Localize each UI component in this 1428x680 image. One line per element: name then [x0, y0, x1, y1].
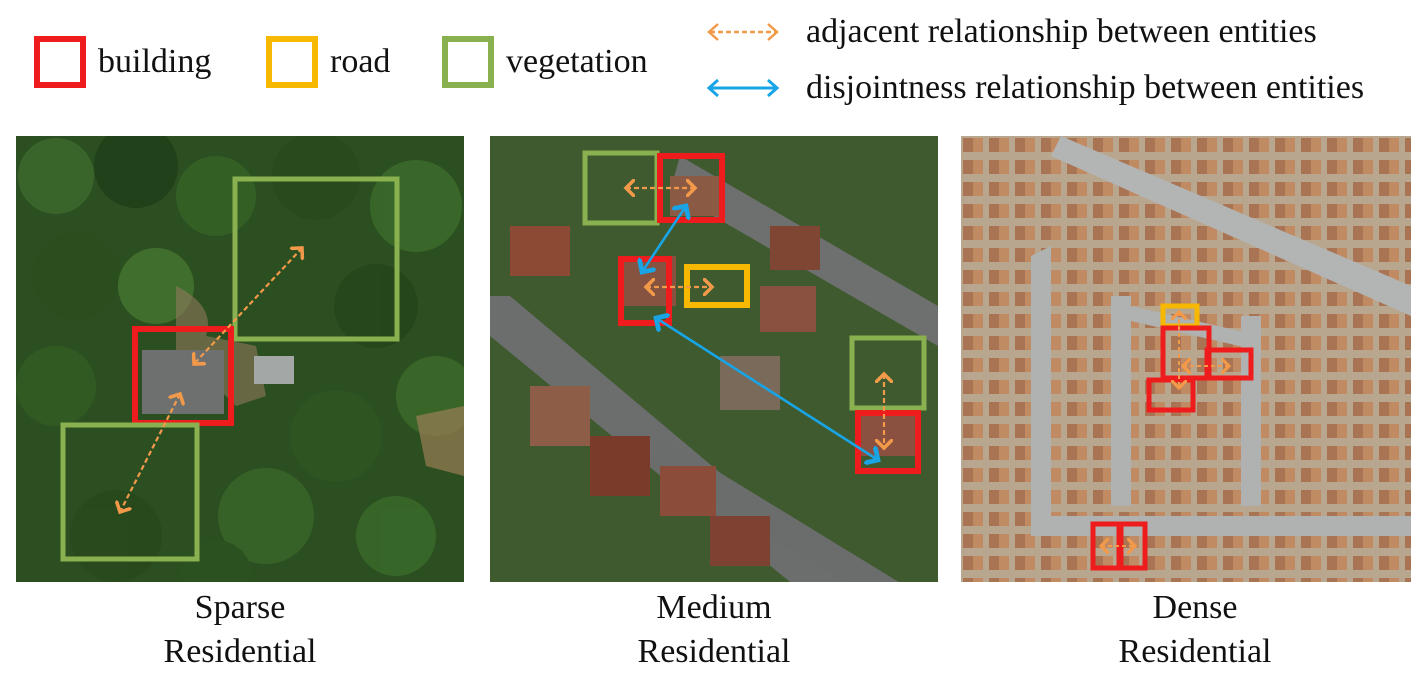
- caption-medium: Medium Residential: [490, 586, 938, 674]
- adjacent-arrow-top: [194, 248, 302, 364]
- road-swatch-icon: [266, 36, 318, 88]
- legend-adjacent: adjacent relationship between entities: [704, 14, 1317, 50]
- caption-dense: Dense Residential: [971, 586, 1419, 674]
- sparse-residential-image: [16, 136, 464, 582]
- caption-medium-line2: Residential: [637, 633, 791, 670]
- dense-residential-image: [961, 136, 1411, 582]
- tree-canopy: [16, 136, 464, 582]
- legend-building: building: [34, 36, 211, 88]
- caption-medium-line1: Medium: [656, 589, 772, 626]
- legend-adjacent-label: adjacent relationship between entities: [806, 13, 1317, 50]
- legend-road-label: road: [330, 43, 391, 80]
- caption-sparse-line2: Residential: [163, 633, 317, 670]
- medium-residential-image: [490, 136, 938, 582]
- legend-vegetation: vegetation: [442, 36, 648, 88]
- legend-vegetation-label: vegetation: [506, 43, 648, 80]
- caption-sparse: Sparse Residential: [16, 586, 464, 674]
- adjacent-arrow-bottom: [120, 394, 180, 512]
- legend-disjoint-label: disjointness relationship between entiti…: [806, 69, 1365, 106]
- legend-disjoint: disjointness relationship between entiti…: [704, 70, 1364, 106]
- caption-dense-line1: Dense: [1152, 589, 1238, 626]
- caption-sparse-line1: Sparse: [194, 589, 286, 626]
- building-swatch-icon: [34, 36, 86, 88]
- vegetation-swatch-icon: [442, 36, 494, 88]
- legend-road: road: [266, 36, 390, 88]
- legend-building-label: building: [98, 43, 212, 80]
- inner-road-2: [1241, 316, 1261, 506]
- driveway: [254, 356, 294, 384]
- house-roof: [142, 350, 224, 414]
- clearing-east: [416, 406, 464, 476]
- dashed-double-arrow-icon: [707, 23, 779, 41]
- disjoint-arrow-long: [656, 318, 878, 460]
- inner-road-1: [1111, 296, 1131, 506]
- caption-dense-line2: Residential: [1118, 633, 1272, 670]
- main-road: [1051, 136, 1411, 316]
- legend: building road vegetation adjacent relati…: [0, 0, 1428, 120]
- disjoint-arrow-top: [642, 206, 686, 272]
- solid-double-arrow-icon: [706, 78, 780, 98]
